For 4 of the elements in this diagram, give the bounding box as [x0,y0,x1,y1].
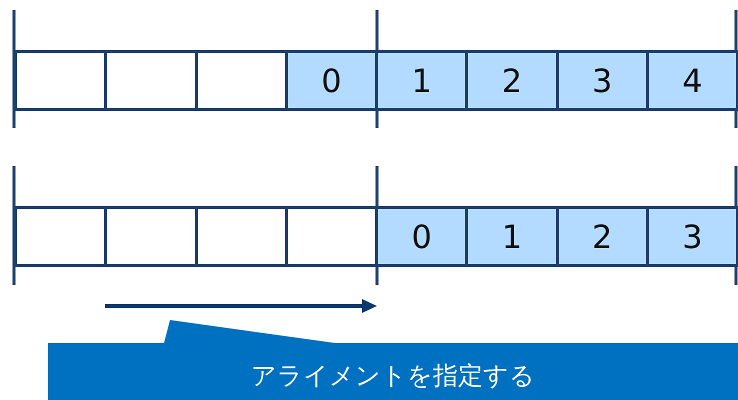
callout-box [48,320,738,400]
byte-cell: 1 [465,206,558,267]
callout-text: アライメントを指定する [250,360,536,392]
byte-cell: 2 [465,50,558,111]
